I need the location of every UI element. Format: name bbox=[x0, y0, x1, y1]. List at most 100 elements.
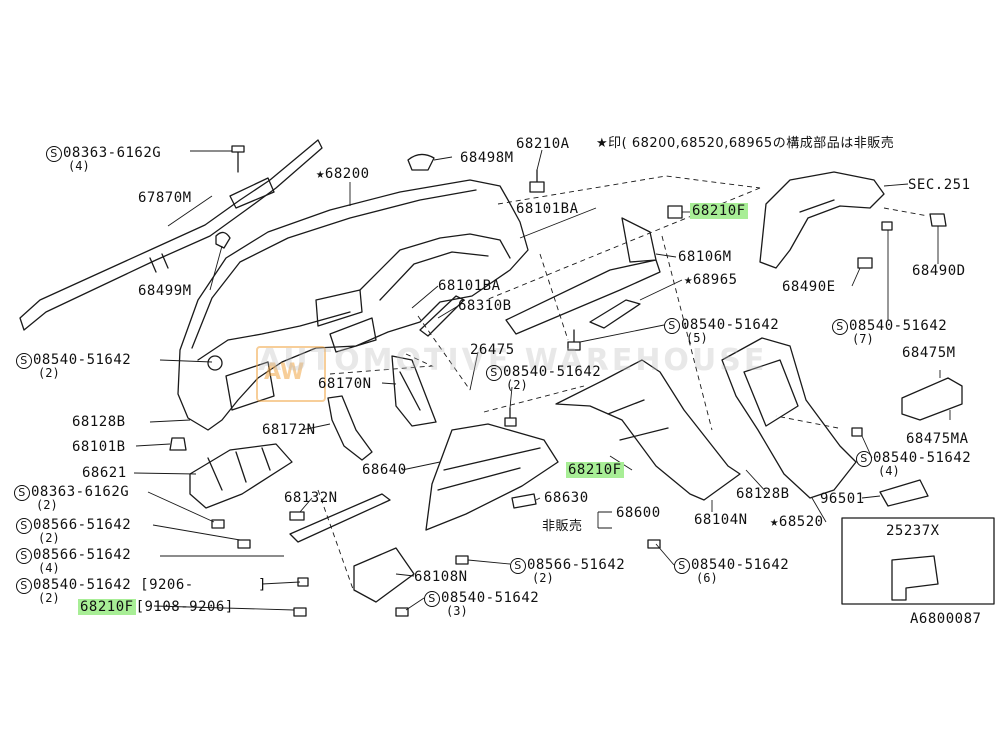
part-number: 08540-51642 bbox=[441, 590, 540, 606]
part-label-68475ma[interactable]: 68475MA bbox=[906, 431, 969, 447]
part-label-68104n[interactable]: 68104N bbox=[694, 512, 748, 528]
ashtray-68475m bbox=[901, 377, 963, 421]
screw-symbol: S bbox=[16, 518, 32, 534]
part-label-68210f-mid[interactable]: 68210F bbox=[566, 462, 624, 478]
duct-68621 bbox=[189, 443, 293, 509]
part-number: 08540-51642 bbox=[849, 318, 948, 334]
part-label-68128b-right[interactable]: 68128B bbox=[736, 486, 790, 502]
dash-panel-68200 bbox=[177, 179, 529, 431]
part-number: 08540-51642 bbox=[503, 364, 602, 380]
part-label-68172n[interactable]: 68172N bbox=[262, 422, 316, 438]
part-label-68499m[interactable]: 68499M bbox=[138, 283, 192, 299]
part-label-68210f-top[interactable]: 68210F bbox=[690, 203, 748, 219]
watermark-logo-text: AW bbox=[264, 360, 305, 385]
part-label-68132n[interactable]: 68132N bbox=[284, 490, 338, 506]
screw-symbol: S bbox=[674, 558, 690, 574]
part-label-sec251[interactable]: SEC.251 bbox=[908, 177, 971, 193]
part-label-68210f-low[interactable]: 68210F[9108-9206] bbox=[78, 599, 234, 615]
screw-symbol: S bbox=[832, 319, 848, 335]
part-label-68200[interactable]: ★68200 bbox=[316, 166, 370, 182]
part-label-25237x[interactable]: 25237X bbox=[886, 523, 940, 539]
part-label-68640[interactable]: 68640 bbox=[362, 462, 407, 478]
part-qty: (2) bbox=[532, 571, 554, 585]
bracket-25237x bbox=[891, 555, 939, 601]
screw-symbol: S bbox=[16, 578, 32, 594]
bracket-68132n bbox=[289, 493, 391, 543]
clip-68490e bbox=[857, 257, 873, 269]
screw-symbol: S bbox=[856, 451, 872, 467]
part-qty: (6) bbox=[696, 571, 718, 585]
part-number: 08566-51642 bbox=[33, 547, 132, 563]
part-label-68310b[interactable]: 68310B bbox=[458, 298, 512, 314]
latch-68630 bbox=[511, 493, 537, 509]
bracket-68170n bbox=[391, 355, 437, 427]
stay-68172n bbox=[327, 395, 373, 461]
part-qty: (4) bbox=[68, 159, 90, 173]
part-qty: (2) bbox=[38, 531, 60, 545]
part-label-68106m[interactable]: 68106M bbox=[678, 249, 732, 265]
finisher-68520 bbox=[721, 337, 857, 499]
clip-68101b bbox=[169, 437, 187, 451]
part-label-68101b[interactable]: 68101B bbox=[72, 439, 126, 455]
part-label-68128b-left[interactable]: 68128B bbox=[72, 414, 126, 430]
screw-symbol: S bbox=[46, 146, 62, 162]
meter-hood bbox=[759, 171, 885, 269]
part-label-68621[interactable]: 68621 bbox=[82, 465, 127, 481]
part-qty: (5) bbox=[686, 331, 708, 345]
bracket-close: ] bbox=[258, 577, 267, 593]
part-label-68170n[interactable]: 68170N bbox=[318, 376, 372, 392]
diagram-code: A6800087 bbox=[910, 611, 982, 627]
part-label-68498m[interactable]: 68498M bbox=[460, 150, 514, 166]
console-68104n bbox=[555, 359, 741, 501]
bracket-67870m bbox=[19, 139, 323, 331]
part-qty: (4) bbox=[38, 561, 60, 575]
part-number: 08566-51642 bbox=[527, 557, 626, 573]
part-label-67870m[interactable]: 67870M bbox=[138, 190, 192, 206]
watermark: AUTOMOTIVE WAREHOUSE bbox=[258, 343, 768, 378]
part-label-68490e[interactable]: 68490E bbox=[782, 279, 836, 295]
part-label-68101ba-mid[interactable]: 68101BA bbox=[438, 278, 501, 294]
clip-68490d bbox=[929, 213, 947, 227]
screw-symbol: S bbox=[664, 318, 680, 334]
part-label-68630[interactable]: 68630 bbox=[544, 490, 589, 506]
part-number: 08540-51642 bbox=[691, 557, 790, 573]
part-number: 08363-6162G bbox=[63, 145, 162, 161]
part-label-68520[interactable]: ★68520 bbox=[770, 514, 824, 530]
screw-symbol: S bbox=[510, 558, 526, 574]
part-label-68101ba-top[interactable]: 68101BA bbox=[516, 201, 579, 217]
part-number: 08566-51642 bbox=[33, 517, 132, 533]
part-qty: (3) bbox=[446, 604, 468, 618]
screw-symbol: S bbox=[16, 353, 32, 369]
part-label-26475[interactable]: 26475 bbox=[470, 342, 515, 358]
date-range: [9108-9206] bbox=[135, 599, 234, 615]
watermark-logo: AW bbox=[256, 346, 326, 402]
screws bbox=[211, 145, 893, 617]
cover-68498m bbox=[407, 153, 435, 171]
part-qty: (2) bbox=[38, 591, 60, 605]
part-label-68965[interactable]: ★68965 bbox=[684, 272, 738, 288]
glove-box-68640 bbox=[425, 423, 559, 531]
part-label-68475m[interactable]: 68475M bbox=[902, 345, 956, 361]
part-label-68600[interactable]: 68600 bbox=[616, 505, 661, 521]
part-label-96501[interactable]: 96501 bbox=[820, 491, 865, 507]
clip-68499m bbox=[215, 231, 231, 249]
highlighted-part-number: 68210F bbox=[566, 462, 624, 478]
part-label-68210a[interactable]: 68210A bbox=[516, 136, 570, 152]
part-label-68490d[interactable]: 68490D bbox=[912, 263, 966, 279]
part-label-68108n[interactable]: 68108N bbox=[414, 569, 468, 585]
